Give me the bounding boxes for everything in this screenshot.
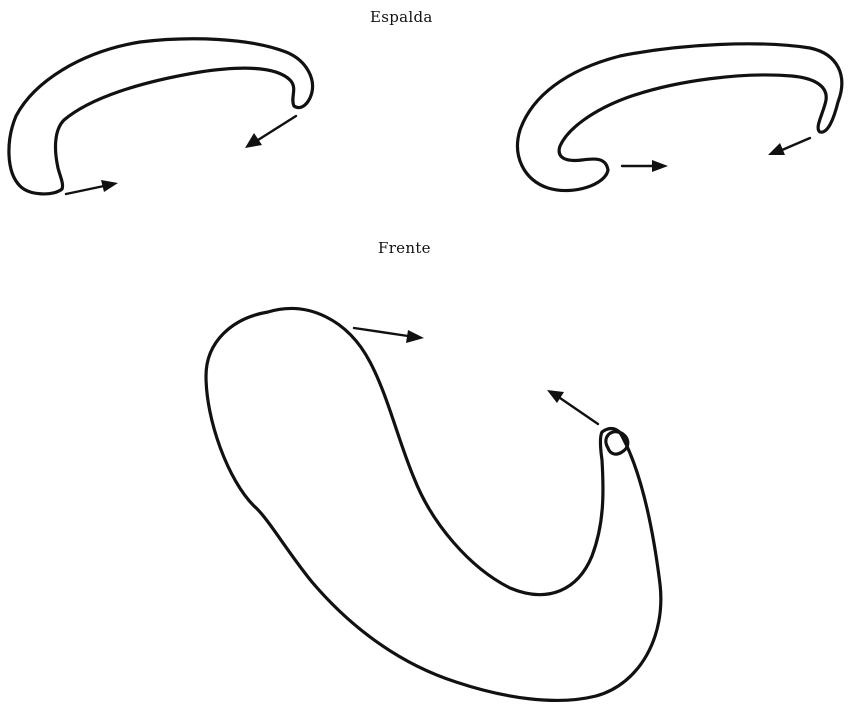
arrow-front-right bbox=[547, 390, 598, 424]
arrow-back-right-bottom bbox=[622, 160, 668, 172]
front-swirl-shape bbox=[206, 309, 661, 701]
arrow-back-left-right bbox=[66, 180, 118, 194]
arrow-back-right-center bbox=[768, 138, 810, 155]
arrow-back-left-center bbox=[245, 116, 296, 148]
back-left-hook-shape bbox=[9, 39, 313, 194]
arrow-front-top bbox=[354, 328, 424, 343]
back-right-hook-shape bbox=[518, 44, 842, 191]
